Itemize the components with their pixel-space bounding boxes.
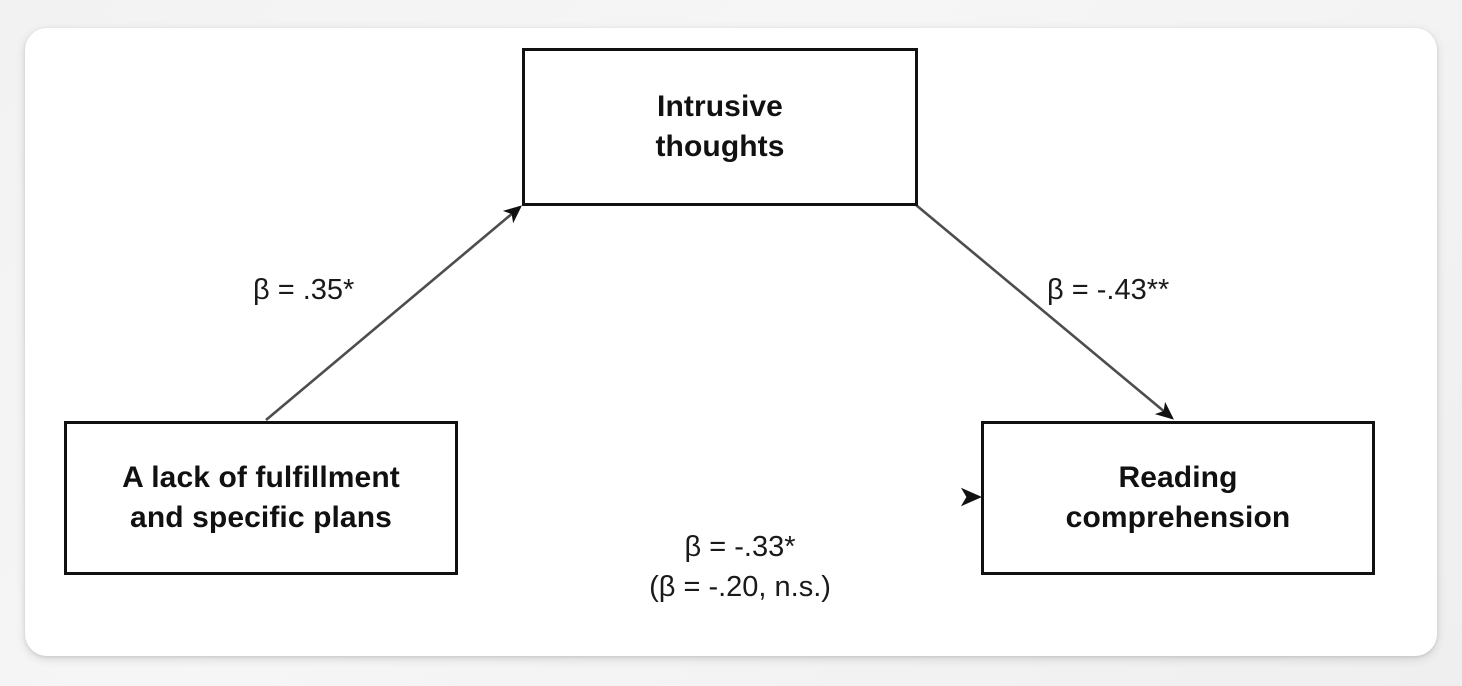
path-c-coefficient-label: β = -.33* (β = -.20, n.s.) [649,531,831,604]
node-lack-of-fulfillment: A lack of fulfillment and specific plans [64,421,458,575]
node-intrusive-thoughts-label: Intrusive thoughts [655,90,785,163]
node-lack-of-fulfillment-label: A lack of fulfillment and specific plans [122,461,400,534]
node-reading-comprehension: Reading comprehension [981,421,1375,575]
node-intrusive-thoughts: Intrusive thoughts [522,48,918,206]
node-reading-comprehension-label: Reading comprehension [1065,461,1291,534]
path-a-coefficient-label: β = .35* [253,274,355,306]
path-b-arrow [915,204,1174,420]
path-a-arrow [265,205,522,421]
path-b-coefficient-label: β = -.43** [1047,274,1170,306]
